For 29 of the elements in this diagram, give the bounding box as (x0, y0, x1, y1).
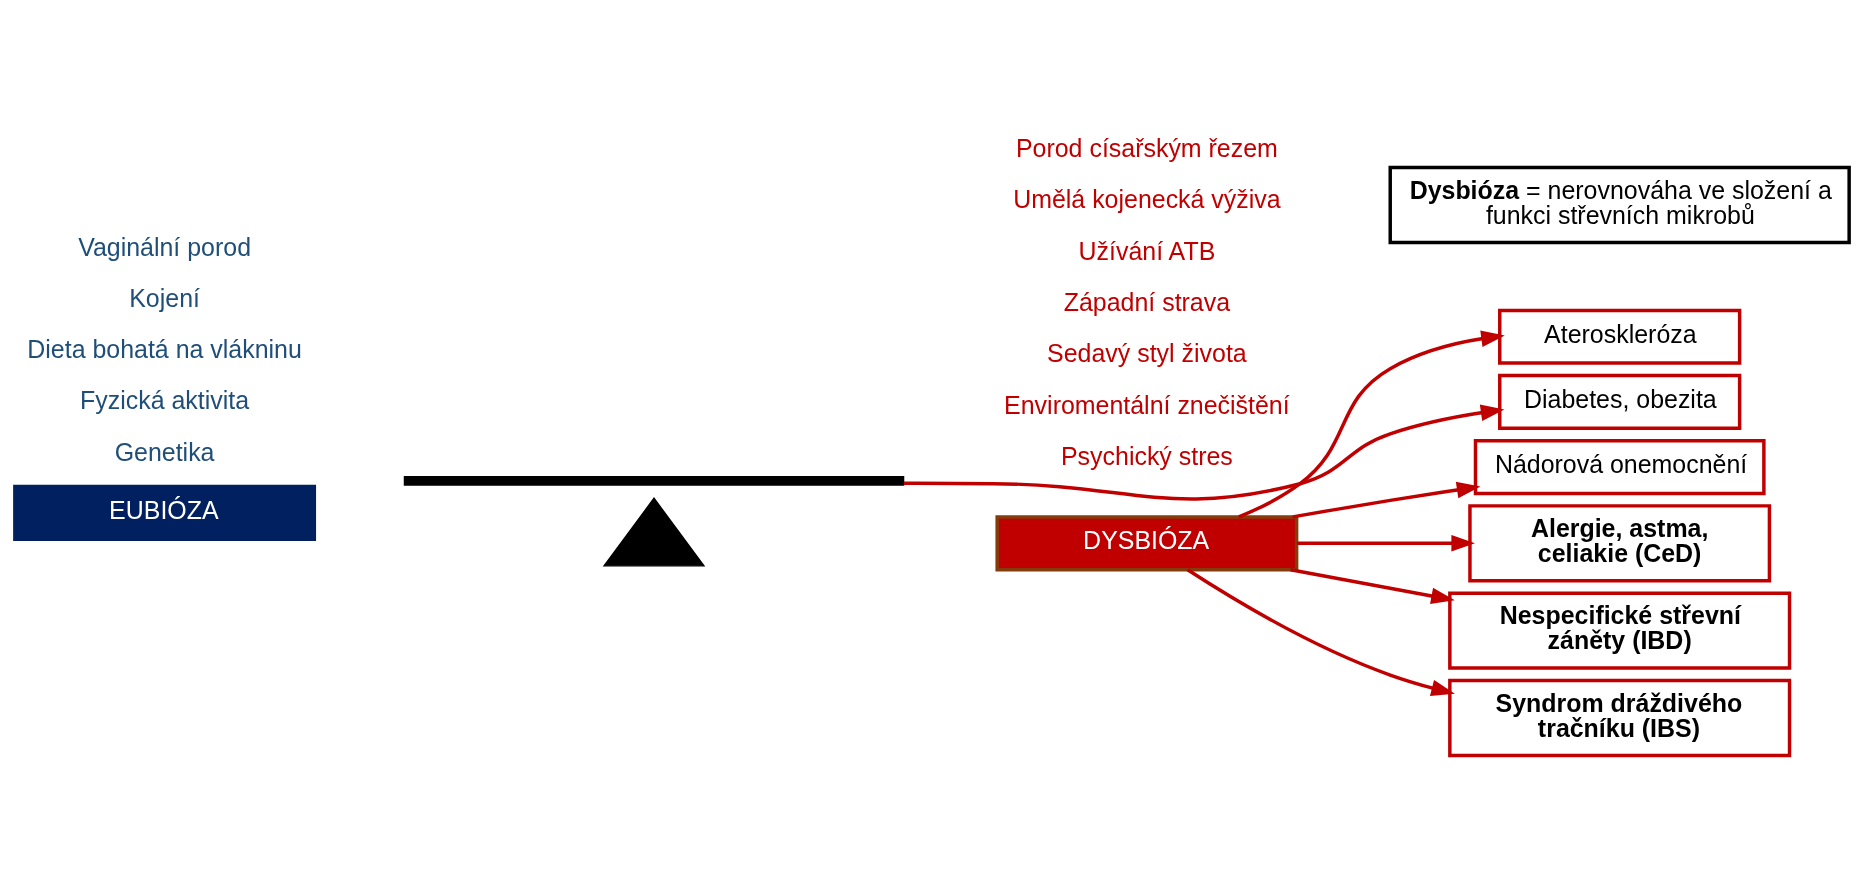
label: Dieta bohatá na vlákninu (27, 335, 302, 364)
node-box: DYSBIÓZA (995, 515, 1299, 572)
label: Umělá kojenecká výživa (1013, 185, 1281, 214)
node-box: Syndrom dráždivého tračníku (IBS) (1448, 678, 1792, 758)
node-bar (403, 476, 905, 486)
label: Západní strava (1063, 287, 1231, 316)
label: Sedavý styl života (1047, 339, 1247, 368)
arrow (903, 404, 1505, 501)
node-box: Diabetes, obezita (1498, 373, 1742, 430)
label: Fyzická aktivita (80, 386, 250, 415)
label: Porod císařským řezem (1015, 134, 1278, 163)
node-box: EUBIÓZA (13, 484, 317, 541)
label: Užívání ATB (1078, 236, 1216, 265)
label: Kojení (129, 283, 200, 312)
arrow (1292, 481, 1481, 519)
node-triangle (602, 497, 706, 567)
label: Enviromentální znečištění (1004, 390, 1290, 419)
node-box: Nádorová onemocnění (1473, 439, 1766, 496)
arrow (1238, 330, 1505, 519)
label: Psychický stres (1060, 441, 1233, 470)
arrow (1297, 535, 1475, 552)
node-box: Nespecifické střevní záněty (IBD) (1448, 591, 1792, 670)
label: Genetika (114, 437, 215, 466)
arrow (1290, 568, 1455, 605)
arrow (1186, 568, 1455, 696)
node-box: Ateroskleróza (1498, 308, 1742, 365)
node-box: Dysbióza = nerovnováha ve složení a funkci střevních mikrobů (1388, 165, 1851, 245)
node-box: Alergie, astma, celiakie (CeD) (1468, 504, 1772, 583)
label: Vaginální porod (78, 232, 252, 261)
